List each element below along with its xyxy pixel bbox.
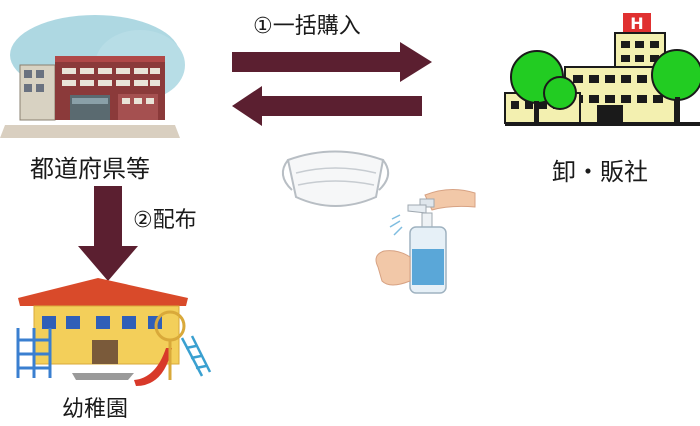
distribution-label: ②配布 [133,208,197,233]
hand-sanitizer-icon [375,189,476,294]
bulk-purchase-arrow [232,42,432,82]
hospital-company-building-icon: H [504,13,700,126]
kindergarten-label: 幼稚園 [62,397,129,422]
return-arrow [232,86,422,126]
wholesaler-label: 卸・販社 [552,158,648,186]
distribution-arrow [78,186,138,281]
bulk-purchase-label: ①一括購入 [253,14,361,39]
prefecture-label: 都道府県等 [30,155,150,183]
government-building-icon [0,15,185,138]
svg-text:H: H [630,14,643,33]
kindergarten-building-icon [16,278,212,386]
face-mask-icon [281,150,390,207]
